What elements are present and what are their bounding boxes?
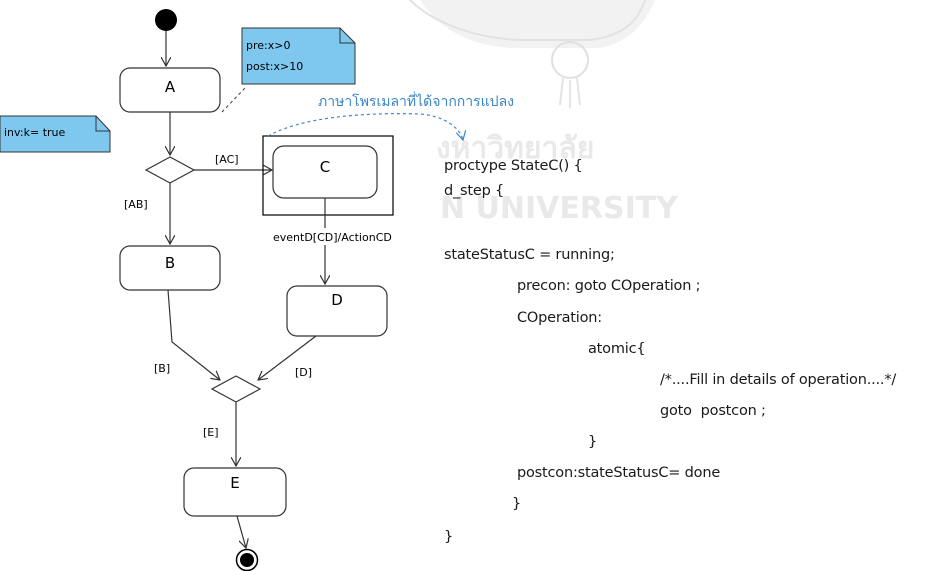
note-post: post:x>10 — [246, 60, 303, 73]
code-line: /*....Fill in details of operation....*/ — [660, 372, 896, 388]
label-ab: [AB] — [124, 198, 148, 211]
label-ac: [AC] — [215, 153, 239, 166]
label-b: [B] — [154, 362, 170, 375]
initial-state — [155, 9, 177, 31]
label-d: [D] — [295, 366, 312, 379]
note-connector — [222, 88, 245, 112]
code-line: postcon:stateStatusC= done — [517, 465, 720, 481]
note-inv: inv:k= true — [4, 126, 66, 139]
label-e: [E] — [203, 426, 219, 439]
transition-final — [237, 516, 246, 548]
code-line: COperation: — [517, 310, 602, 326]
code-line: proctype StateC() { — [444, 158, 583, 174]
decision-node-1 — [146, 157, 194, 183]
code-line: } — [444, 529, 453, 545]
state-c-label: C — [320, 158, 330, 176]
state-d-label: D — [331, 291, 343, 309]
transition-b — [168, 290, 220, 380]
state-a-label: A — [165, 78, 176, 96]
code-line: precon: goto COperation ; — [517, 278, 700, 294]
code-line: } — [512, 496, 521, 512]
note-pre: pre:x>0 — [246, 39, 290, 52]
prepost-note — [242, 28, 355, 84]
state-b-label: B — [165, 254, 175, 272]
code-line: d_step { — [444, 183, 504, 199]
state-e-label: E — [230, 474, 239, 492]
code-line: goto postcon ; — [660, 403, 766, 419]
code-line: } — [588, 434, 597, 450]
code-line: atomic{ — [588, 341, 645, 357]
translation-annotation: ภาษาโพรเมลาที่ได้จากการแปลง — [318, 92, 514, 110]
label-cd: eventD[CD]/ActionCD — [273, 231, 392, 244]
code-line: stateStatusC = running; — [444, 247, 615, 263]
final-state-inner — [240, 553, 254, 567]
